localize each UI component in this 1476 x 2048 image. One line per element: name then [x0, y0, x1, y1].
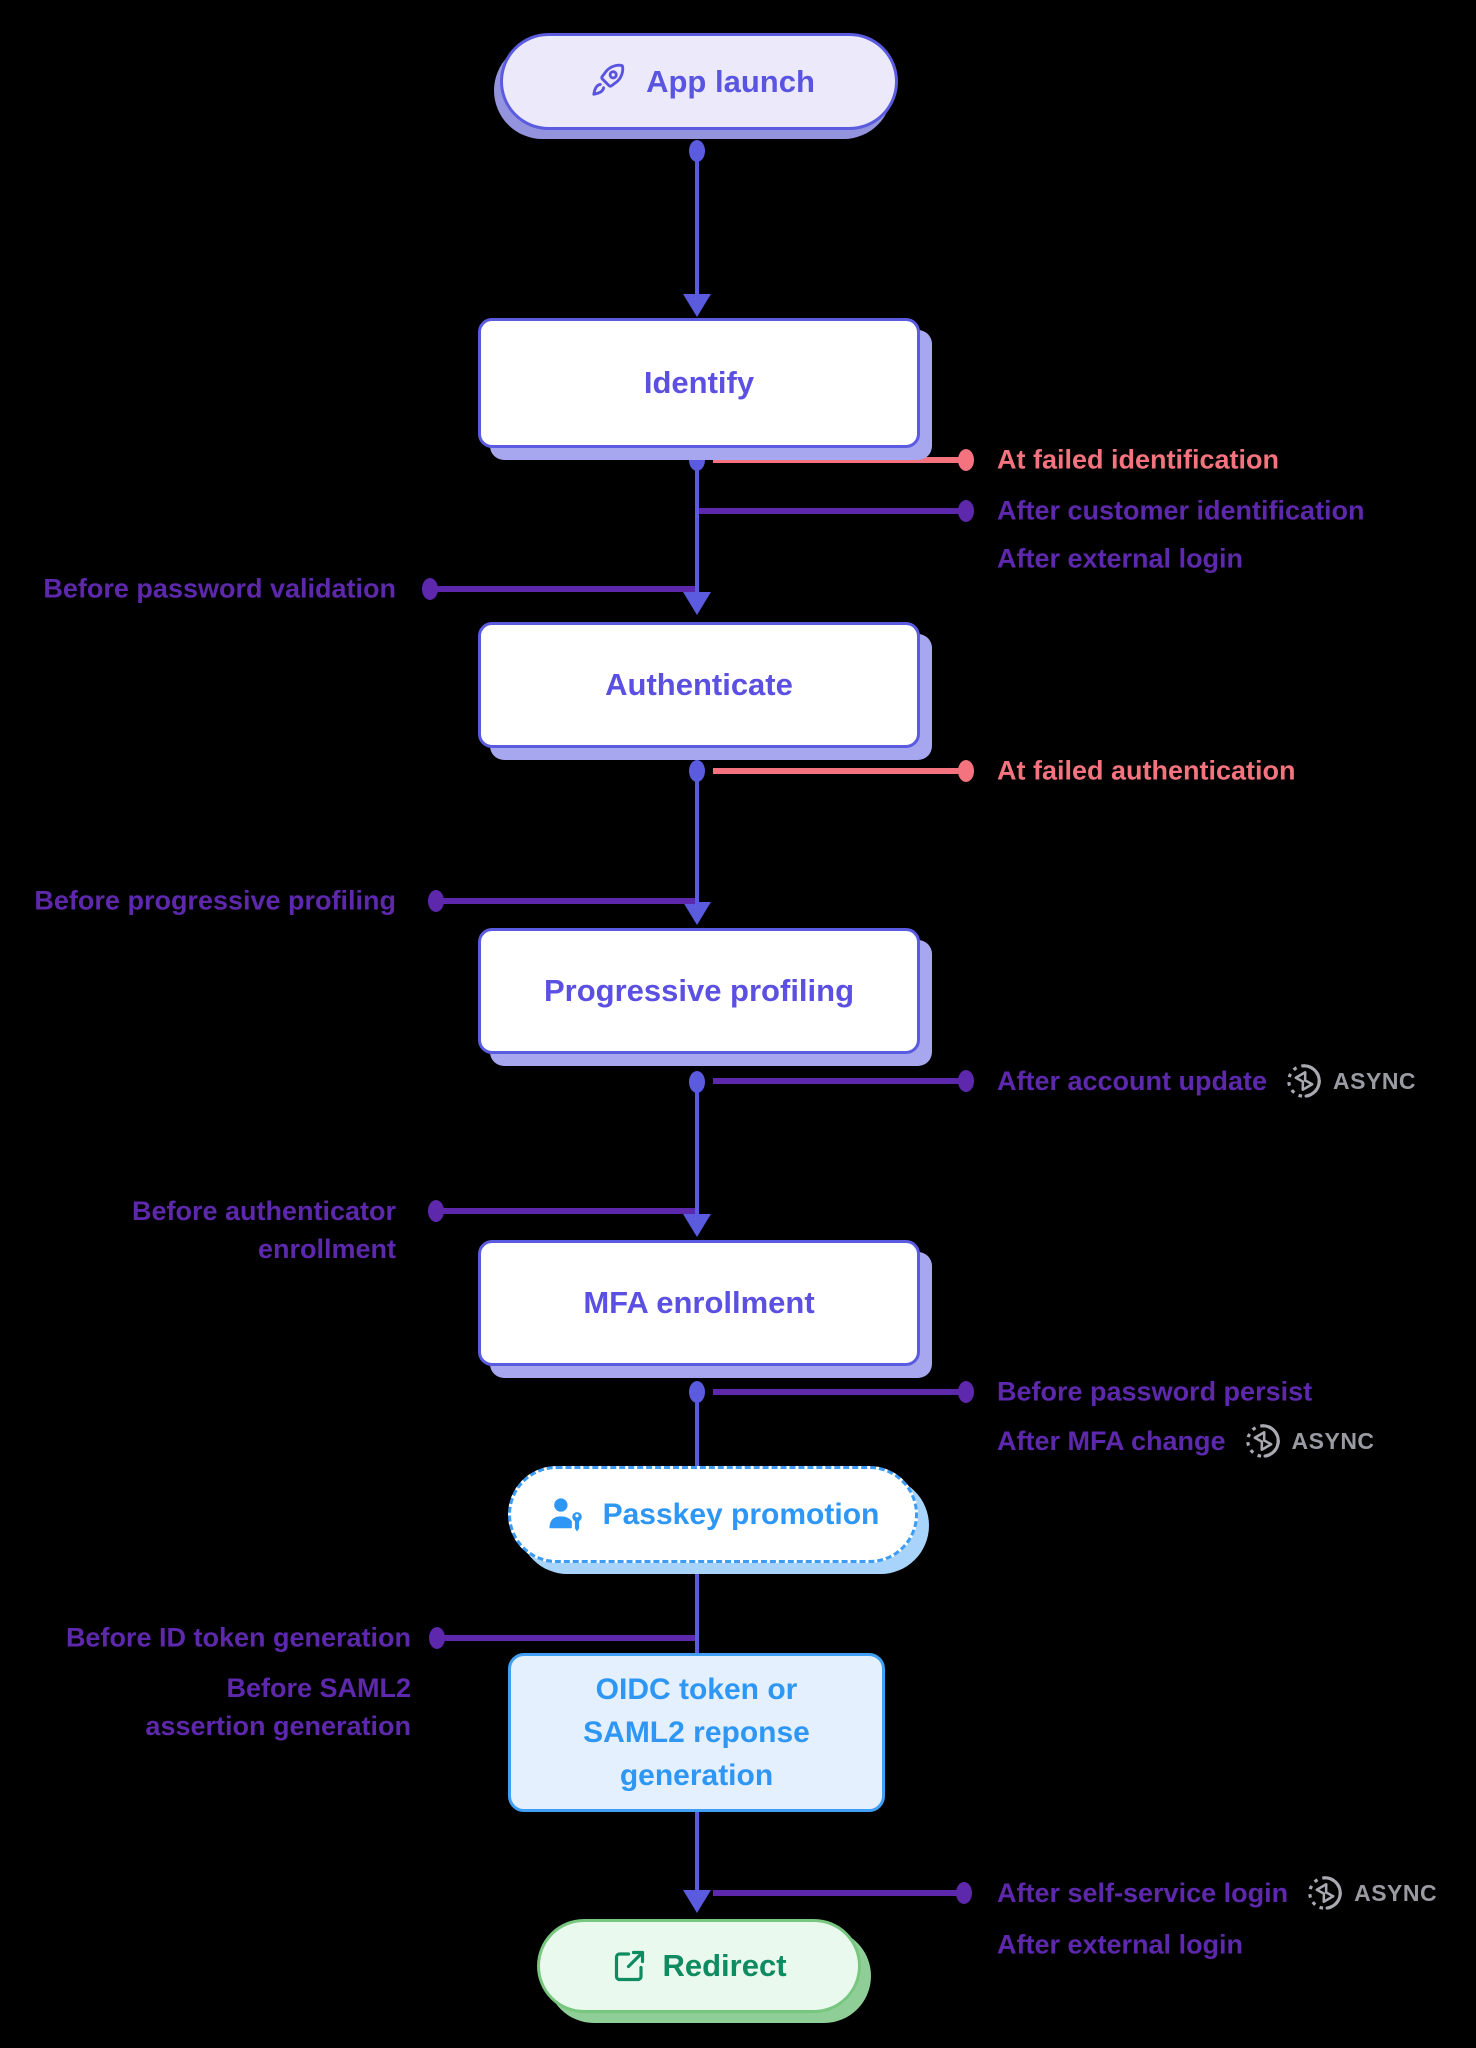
- purple-hook-lines-left: [430, 586, 695, 1641]
- node-identify-label: Identify: [643, 365, 755, 400]
- annotation-after-self-service-login: After self-service login ASYNC: [997, 1872, 1437, 1914]
- annotation-after-self-service-login-label: After self-service login: [997, 1877, 1289, 1908]
- node-passkey-promotion: Passkey promotion: [508, 1466, 918, 1563]
- annotation-after-external-login-bottom: After external login: [997, 1929, 1244, 1960]
- annotation-before-progressive-profiling: Before progressive profiling: [34, 885, 396, 916]
- annotation-before-password-validation: Before password validation: [43, 573, 396, 604]
- node-token-generation: OIDC token or SAML2 reponse generation: [508, 1653, 885, 1812]
- annotation-after-customer-identification: After customer identification: [997, 495, 1365, 526]
- annotation-after-mfa-change-label: After MFA change: [997, 1425, 1226, 1456]
- async-icon: [1308, 1876, 1342, 1910]
- node-mfa-enrollment: MFA enrollment: [478, 1240, 920, 1366]
- annotation-after-external-login-top: After external login: [997, 543, 1244, 574]
- node-mfa-enrollment-label: MFA enrollment: [583, 1285, 815, 1320]
- node-identify: Identify: [478, 318, 920, 448]
- node-app-launch: App launch: [500, 33, 898, 130]
- async-label: ASYNC: [1333, 1067, 1417, 1094]
- node-authenticate-label: Authenticate: [605, 667, 793, 702]
- red-hook-dots: [958, 449, 974, 782]
- node-progressive-profiling: Progressive profiling: [478, 928, 920, 1054]
- purple-hook-dots-right: [956, 500, 974, 1904]
- node-authenticate: Authenticate: [478, 622, 920, 748]
- node-progressive-profiling-label: Progressive profiling: [543, 973, 855, 1008]
- red-hook-lines: [713, 457, 960, 774]
- annotation-before-saml2-assertion-generation: Before SAML2 assertion generation: [145, 1673, 411, 1741]
- node-app-launch-label: App launch: [646, 63, 815, 99]
- annotation-after-account-update-label: After account update: [997, 1065, 1268, 1096]
- annotation-at-failed-identification: At failed identification: [997, 444, 1280, 475]
- annotation-before-id-token-generation: Before ID token generation: [65, 1622, 411, 1653]
- node-redirect-label: Redirect: [662, 1948, 787, 1983]
- annotation-after-mfa-change: After MFA change ASYNC: [997, 1420, 1375, 1462]
- annotation-at-failed-authentication: At failed authentication: [997, 755, 1296, 786]
- annotation-after-account-update: After account update ASYNC: [997, 1060, 1416, 1102]
- flow-node-dots: [689, 140, 705, 1403]
- async-icon: [1245, 1424, 1280, 1458]
- purple-hook-lines-right: [699, 508, 960, 1896]
- annotation-before-authenticator-enrollment: Before authenticator enrollment: [131, 1196, 396, 1264]
- flow-arrowheads: [683, 294, 711, 1913]
- async-label: ASYNC: [1354, 1879, 1438, 1906]
- annotation-before-password-persist: Before password persist: [997, 1376, 1313, 1407]
- node-passkey-promotion-label: Passkey promotion: [602, 1497, 880, 1531]
- async-badge: ASYNC: [1242, 1420, 1375, 1462]
- node-redirect: Redirect: [537, 1919, 861, 2013]
- async-badge: ASYNC: [1304, 1872, 1437, 1914]
- person-key-icon: [549, 1497, 582, 1532]
- external-link-icon: [615, 1950, 645, 1982]
- async-badge: ASYNC: [1283, 1060, 1416, 1102]
- async-icon: [1287, 1064, 1321, 1098]
- node-token-generation-label: OIDC token or SAML2 reponse generation: [583, 1673, 810, 1792]
- async-label: ASYNC: [1291, 1427, 1375, 1454]
- purple-hook-dots-left: [422, 578, 445, 1649]
- rocket-icon: [592, 63, 625, 96]
